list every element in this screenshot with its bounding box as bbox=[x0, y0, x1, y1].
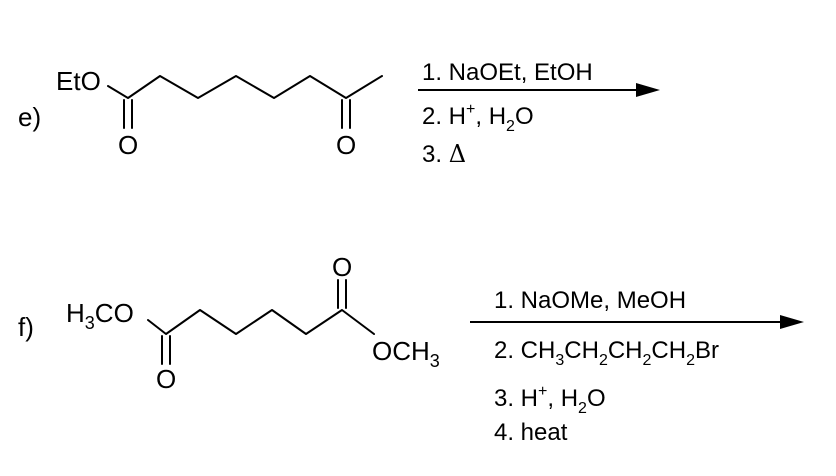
reaction-f-conditions: 1. NaOMe, MeOH 2. CH3CH2CH2CH2Br 3. H+, … bbox=[494, 287, 719, 446]
condition-f-step-3: 3. H+, H2O bbox=[494, 383, 606, 417]
condition-e-step-1: 1. NaOEt, EtOH bbox=[422, 59, 593, 86]
reactant-f-carbon-chain bbox=[147, 309, 375, 335]
right-ester-carbonyl-oxygen: O bbox=[332, 252, 352, 282]
ethoxy-group: EtO bbox=[56, 66, 101, 96]
reaction-e-reactant: EtO O O bbox=[56, 66, 383, 160]
condition-e-step-3: 3. Δ bbox=[422, 140, 466, 168]
condition-f-step-4: 4. heat bbox=[494, 419, 568, 446]
reaction-f-label: f) bbox=[18, 312, 34, 342]
condition-f-step-1: 1. NaOMe, MeOH bbox=[494, 287, 686, 314]
reaction-e: e) EtO O O 1. NaOEt, EtOH 2. H+, H2O 3. … bbox=[18, 59, 660, 168]
ester-carbonyl-oxygen: O bbox=[118, 130, 138, 160]
methoxy-group-left: H3CO bbox=[66, 298, 134, 333]
reaction-f-reactant: H3CO O O OCH3 bbox=[66, 252, 440, 394]
reaction-e-arrow bbox=[418, 83, 660, 97]
ketone-carbonyl-oxygen: O bbox=[336, 130, 356, 160]
reaction-f: f) H3CO O O OCH3 1. NaOMe, MeOH 2. CH3CH… bbox=[18, 252, 804, 446]
left-ester-carbonyl-oxygen: O bbox=[156, 364, 176, 394]
reactant-e-carbon-chain bbox=[107, 75, 383, 99]
reaction-e-conditions: 1. NaOEt, EtOH 2. H+, H2O 3. Δ bbox=[422, 59, 593, 168]
reaction-e-label: e) bbox=[18, 102, 41, 132]
methoxy-group-right: OCH3 bbox=[372, 336, 440, 371]
condition-e-step-2: 2. H+, H2O bbox=[422, 101, 534, 135]
reaction-f-arrow bbox=[470, 315, 804, 329]
condition-f-step-2: 2. CH3CH2CH2CH2Br bbox=[494, 337, 719, 369]
